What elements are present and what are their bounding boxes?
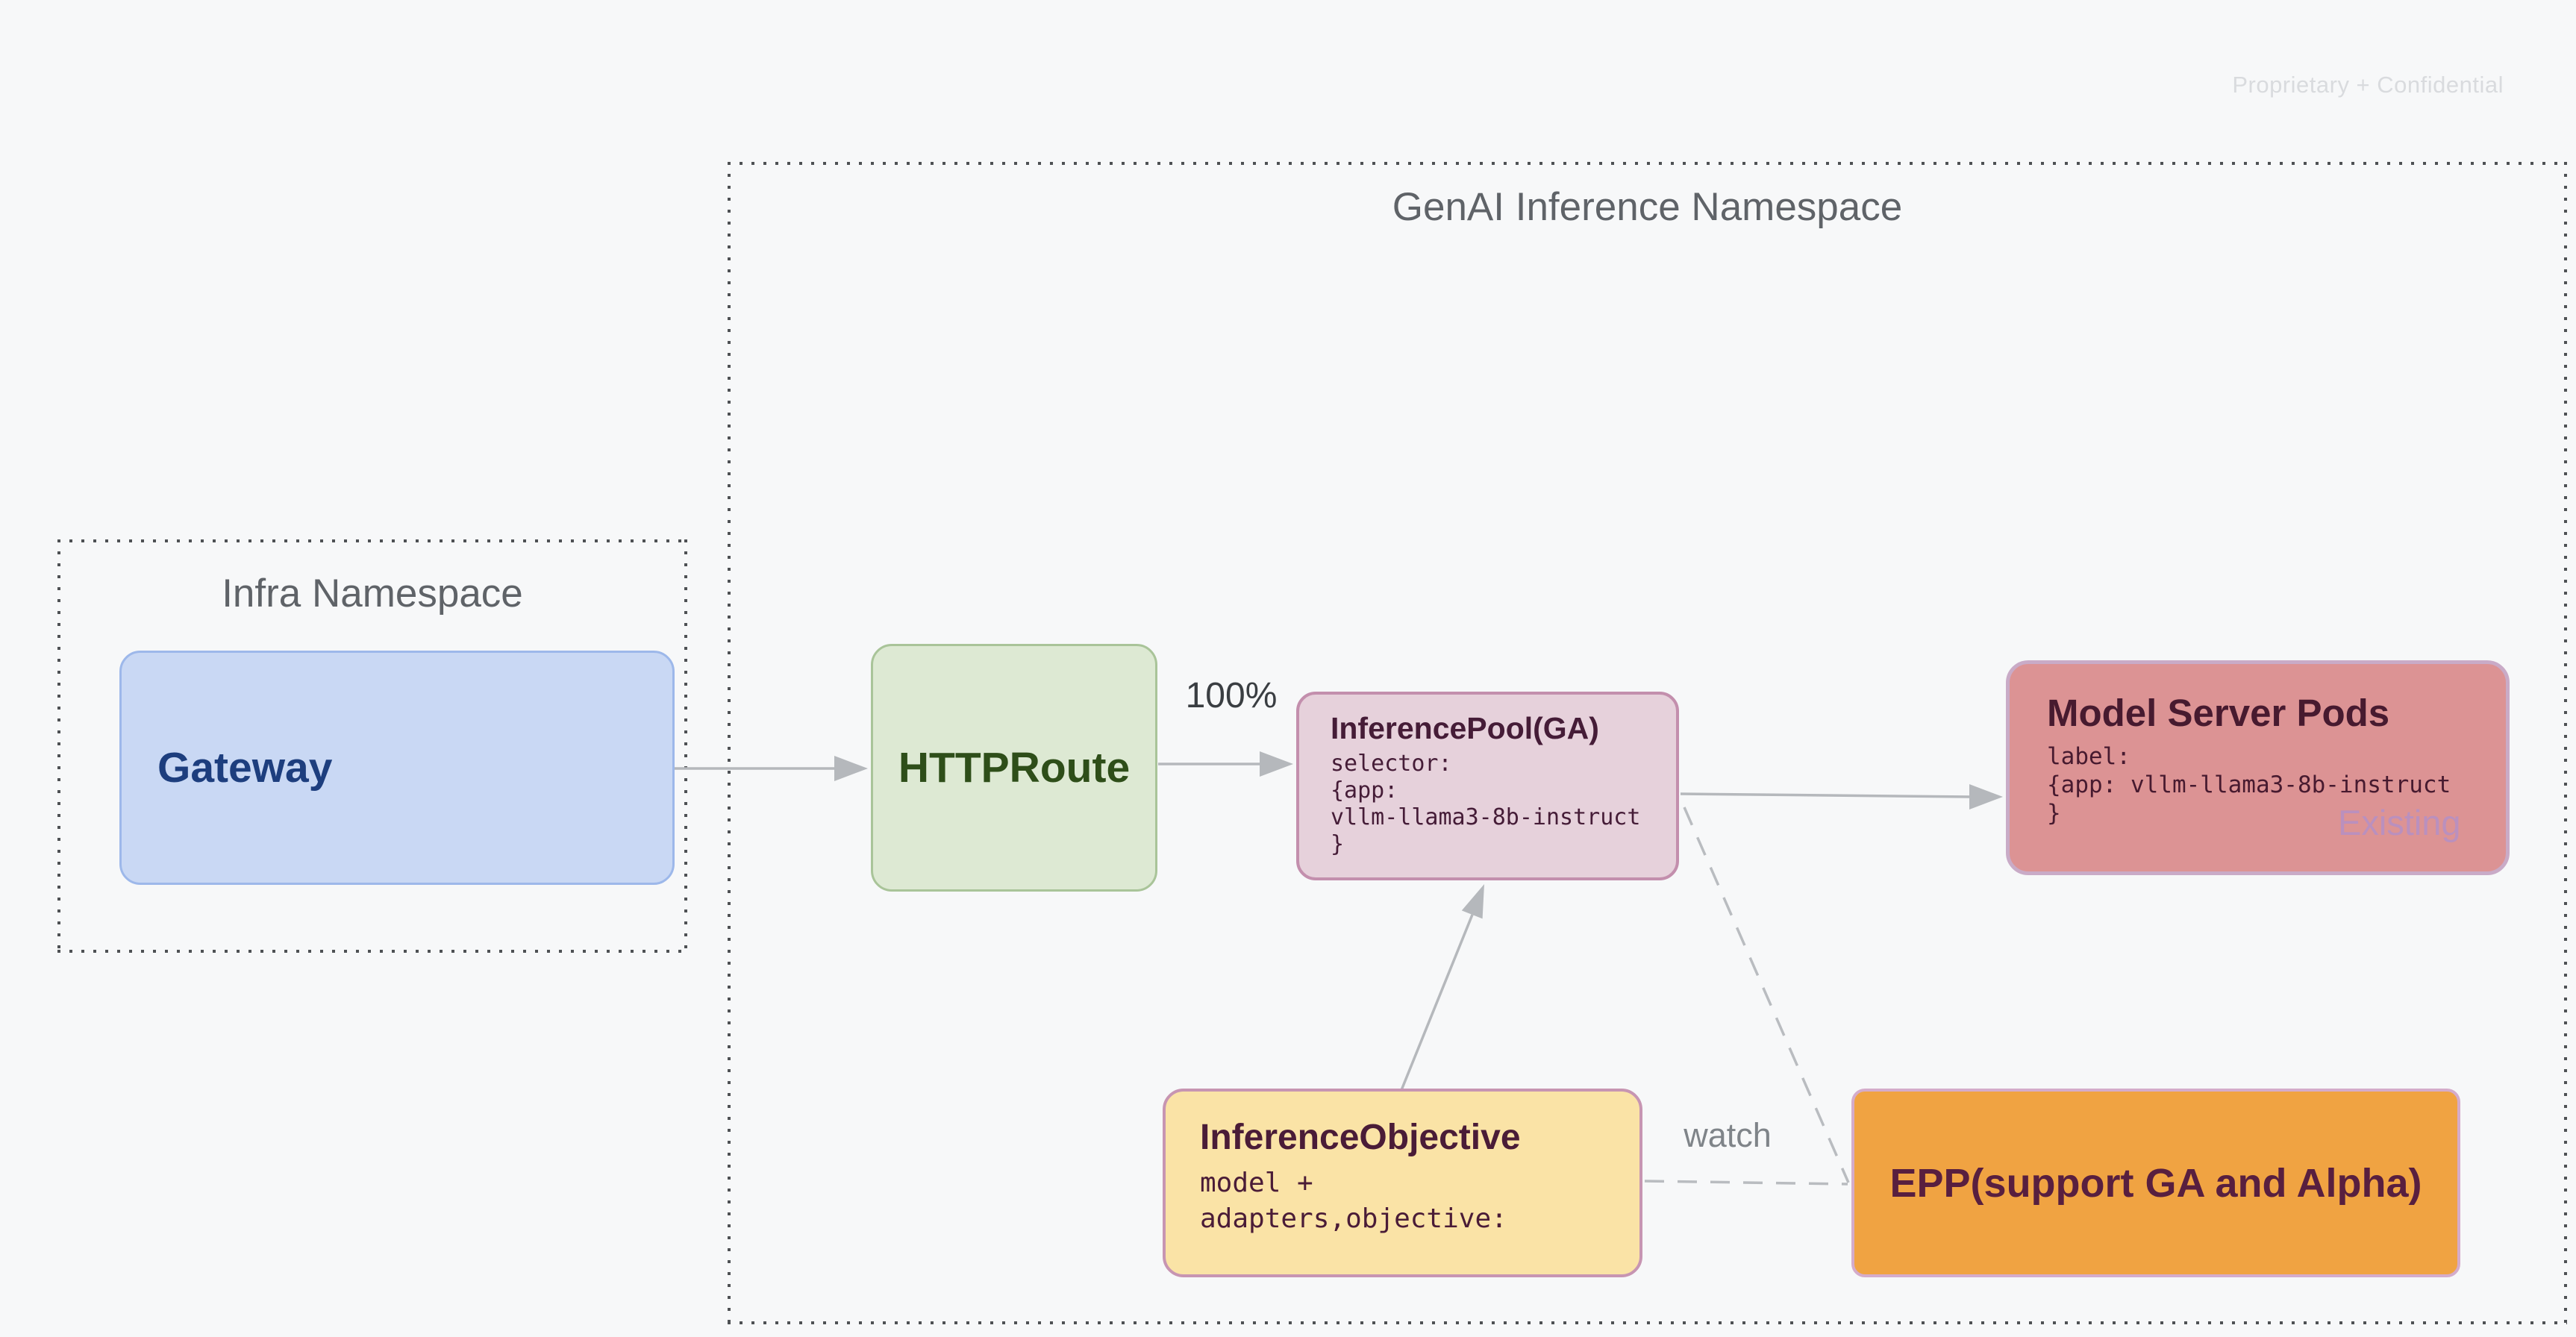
code-line: {app: vllm-llama3-8b-instruct bbox=[2047, 771, 2451, 798]
epp-label: EPP(support GA and Alpha) bbox=[1889, 1160, 2422, 1206]
node-model-server-pods[interactable]: Model Server Pods label: {app: vllm-llam… bbox=[2006, 660, 2510, 875]
model-server-pods-title: Model Server Pods bbox=[2047, 692, 2390, 734]
code-line: {app: bbox=[1331, 777, 1398, 804]
confidentiality-watermark: Proprietary + Confidential bbox=[2232, 72, 2504, 98]
genai-namespace-title: GenAI Inference Namespace bbox=[1392, 185, 1903, 229]
node-gateway[interactable]: Gateway bbox=[119, 651, 675, 885]
code-line: } bbox=[2047, 800, 2061, 827]
code-line: model + bbox=[1200, 1168, 1313, 1198]
infra-namespace-title: Infra Namespace bbox=[222, 572, 523, 616]
watch-label: watch bbox=[1684, 1116, 1772, 1154]
code-line: selector: bbox=[1331, 751, 1452, 777]
code-line: vllm-llama3-8b-instruct bbox=[1331, 804, 1641, 830]
node-httproute[interactable]: HTTPRoute bbox=[871, 644, 1157, 892]
code-line: label: bbox=[2047, 743, 2130, 770]
code-line: } bbox=[1331, 831, 1345, 857]
traffic-split-label: 100% bbox=[1185, 676, 1278, 716]
inference-objective-title: InferenceObjective bbox=[1200, 1118, 1521, 1157]
code-line: adapters,objective: bbox=[1200, 1203, 1507, 1234]
httproute-label: HTTPRoute bbox=[898, 744, 1131, 792]
node-inference-objective[interactable]: InferenceObjective model + adapters,obje… bbox=[1163, 1089, 1642, 1277]
inference-pool-title: InferencePool(GA) bbox=[1331, 711, 1599, 745]
existing-badge: Existing bbox=[2338, 803, 2461, 842]
gateway-label: Gateway bbox=[157, 744, 333, 792]
node-epp[interactable]: EPP(support GA and Alpha) bbox=[1851, 1089, 2460, 1277]
node-inference-pool[interactable]: InferencePool(GA) selector: {app: vllm-l… bbox=[1296, 692, 1679, 880]
